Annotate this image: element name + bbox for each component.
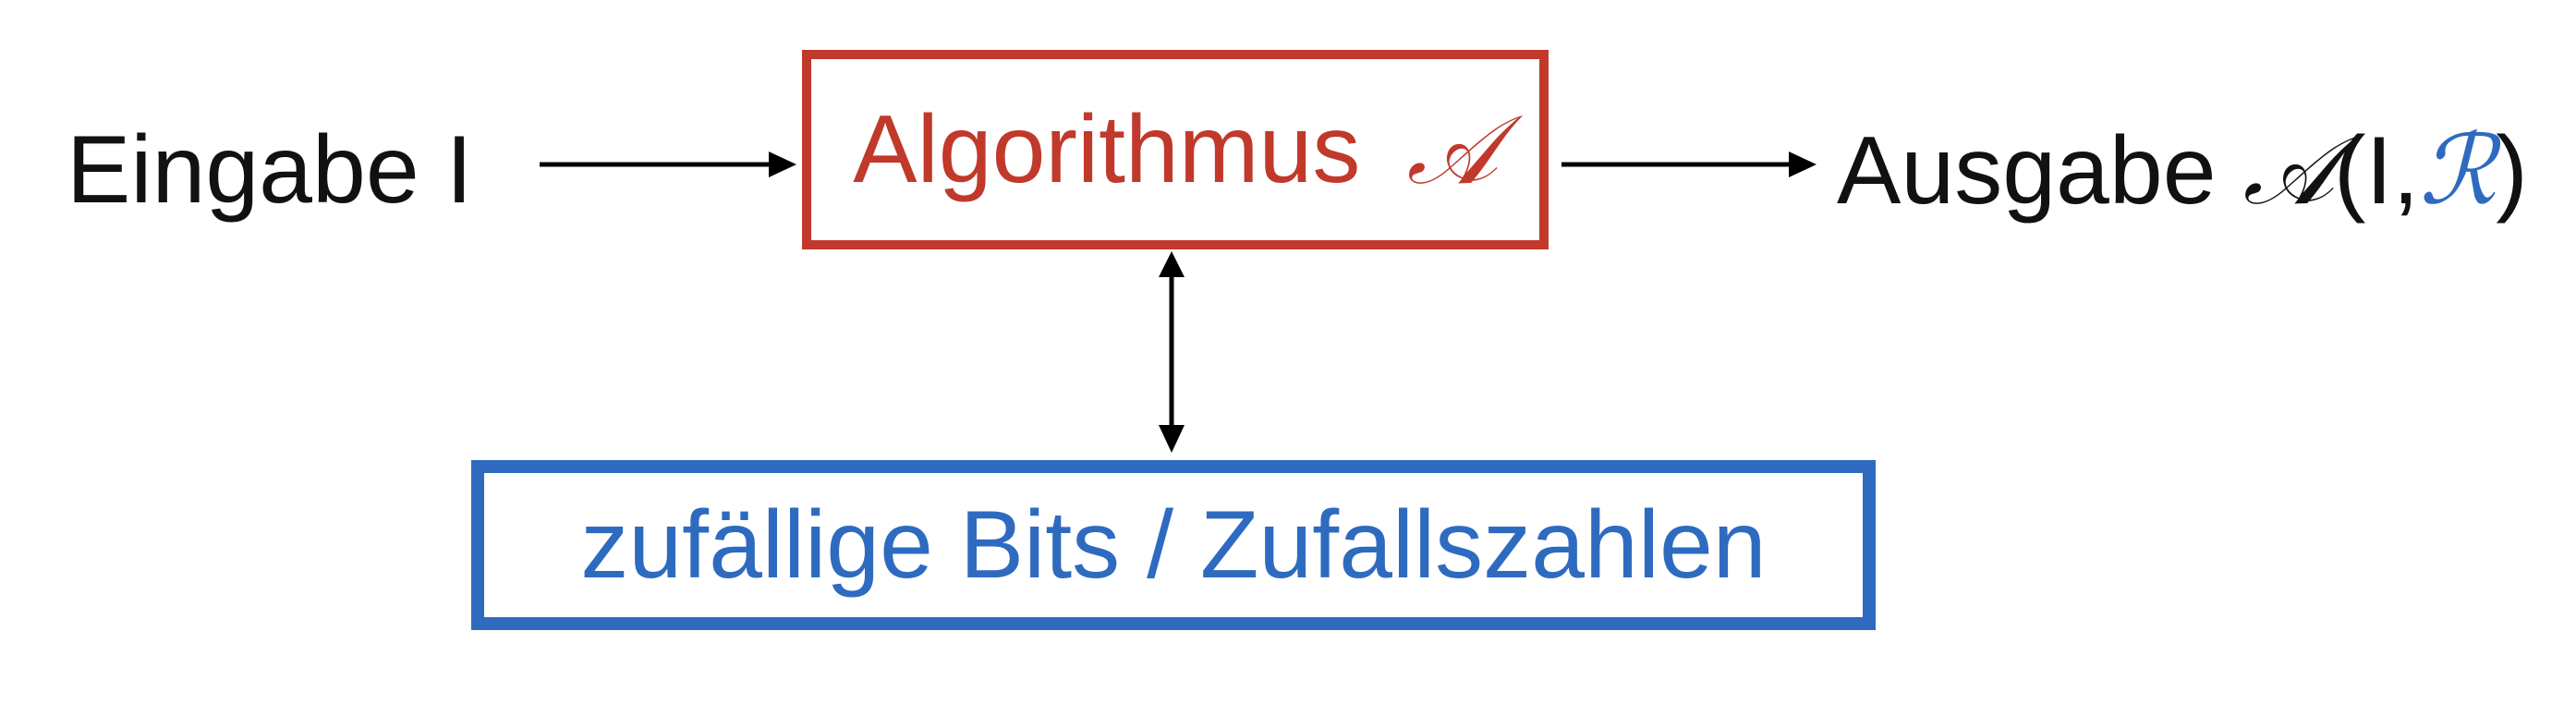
arrow-algorithm-to-output: [1561, 152, 1817, 177]
algorithm-box: Algorithmus 𝒜: [802, 50, 1549, 249]
random-source-label: zufällige Bits / Zufallszahlen: [580, 491, 1767, 599]
output-close-paren: ): [2496, 117, 2528, 224]
output-text: Ausgabe: [1837, 117, 2217, 224]
output-label: Ausgabe 𝒜(I,ℛ): [1837, 122, 2528, 219]
algorithm-label: Algorithmus: [853, 96, 1361, 203]
input-label: Eingabe I: [67, 116, 473, 224]
output-algorithm-symbol: 𝒜: [2242, 114, 2334, 226]
random-source-box: zufällige Bits / Zufallszahlen: [471, 460, 1876, 630]
arrow-algorithm-random-bidirectional: [1159, 251, 1185, 453]
output-input-arg: I,: [2365, 117, 2420, 224]
algorithm-symbol: 𝒜: [1406, 93, 1498, 206]
output-open-paren: (: [2333, 117, 2366, 224]
output-random-symbol: ℛ: [2419, 114, 2497, 226]
arrow-input-to-algorithm: [540, 152, 796, 177]
